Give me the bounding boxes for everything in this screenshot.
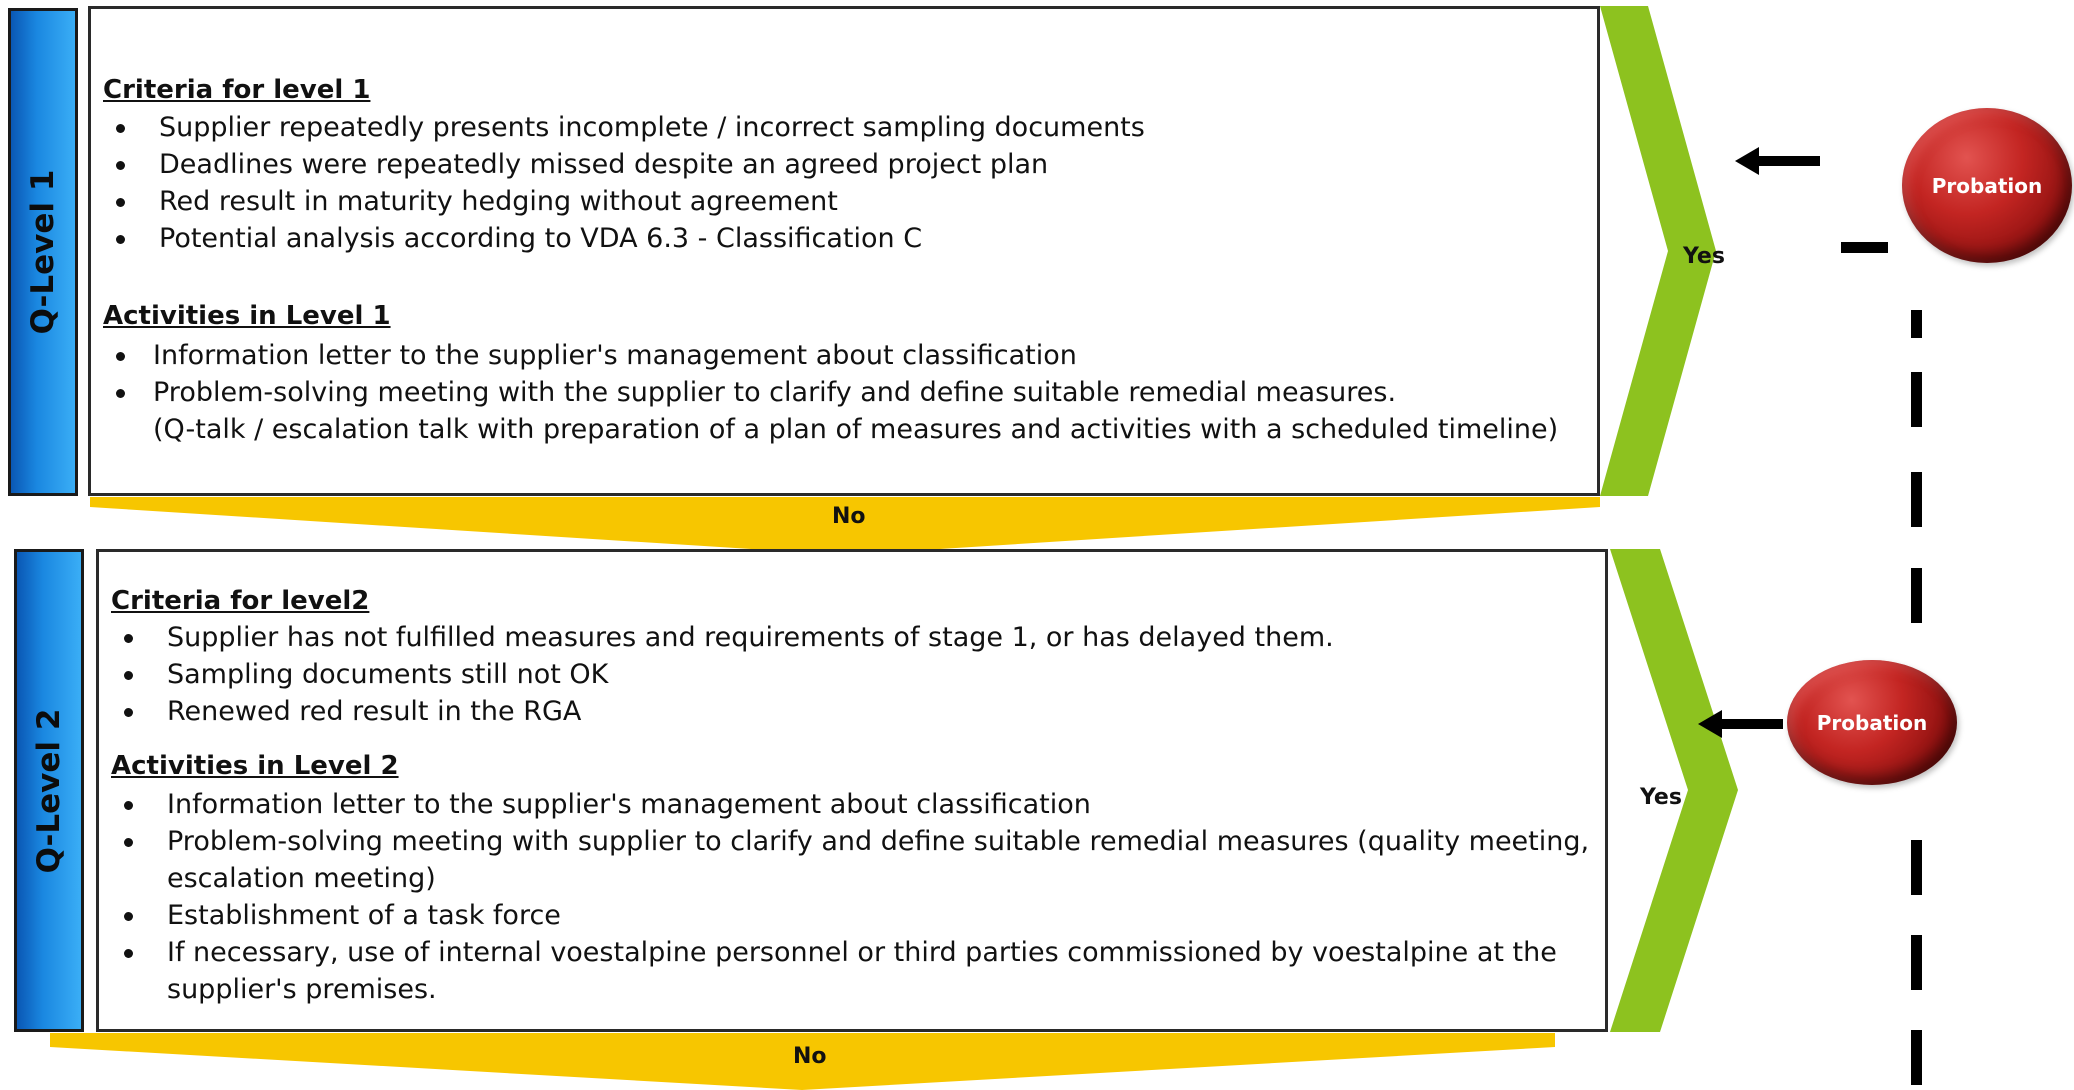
level1-criteria-item: Supplier repeatedly presents incomplete … — [116, 109, 1566, 146]
connector-dash — [1911, 1030, 1922, 1085]
level2-no-chevron — [50, 1033, 1555, 1090]
level2-activities-title: Activities in Level 2 — [111, 751, 399, 781]
level2-bar: Q-Level 2 — [14, 549, 84, 1032]
bullet-icon — [124, 912, 133, 921]
level1-bar: Q-Level 1 — [8, 8, 78, 496]
level2-yes-label: Yes — [1640, 785, 1682, 810]
level1-content-box: Criteria for level 1 Supplier repeatedly… — [88, 6, 1600, 496]
connector-dash — [1911, 840, 1922, 895]
connector-dash — [1911, 472, 1922, 527]
bullet-icon — [116, 389, 125, 398]
level2-bar-label: Q-Level 2 — [31, 708, 67, 873]
level2-yes-chevron — [1610, 549, 1738, 1032]
level2-criteria-item: Supplier has not fulfilled measures and … — [124, 619, 1594, 656]
bullet-icon — [124, 801, 133, 810]
bullet-icon — [124, 949, 133, 958]
bullet-icon — [124, 708, 133, 717]
level2-criteria-item: Renewed red result in the RGA — [124, 693, 1594, 730]
level2-criteria-title: Criteria for level2 — [111, 586, 370, 616]
level2-activity-item: Problem-solving meeting with supplier to… — [124, 823, 1594, 860]
connector-dash — [1911, 568, 1922, 623]
connector-horizontal-dash — [1841, 242, 1888, 253]
bullet-icon — [116, 352, 125, 361]
level1-activity-item: Problem-solving meeting with the supplie… — [116, 374, 1566, 411]
bullet-icon — [116, 198, 125, 207]
level1-activity-item: Information letter to the supplier's man… — [116, 337, 1566, 374]
level1-criteria-item: Potential analysis according to VDA 6.3 … — [116, 220, 1566, 257]
level2-activity-item: Establishment of a task force — [124, 897, 1594, 934]
bullet-icon — [116, 161, 125, 170]
bullet-icon — [116, 235, 125, 244]
level2-probation-seal: Probation — [1787, 660, 1957, 785]
level2-activity-item: Information letter to the supplier's man… — [124, 786, 1594, 823]
level1-arrow-left-icon — [1735, 147, 1820, 175]
level1-criteria-item: Deadlines were repeatedly missed despite… — [116, 146, 1566, 183]
level1-seal-label: Probation — [1931, 173, 2043, 198]
level2-activity-item: If necessary, use of internal voestalpin… — [124, 934, 1594, 971]
bullet-icon — [124, 838, 133, 847]
level1-bar-label: Q-Level 1 — [25, 169, 61, 335]
level1-criteria-title: Criteria for level 1 — [103, 75, 371, 105]
level1-no-chevron — [90, 497, 1600, 555]
level1-no-label: No — [832, 504, 866, 529]
level2-arrow-left-icon — [1698, 710, 1783, 738]
level1-activity-continuation: (Q-talk / escalation talk with preparati… — [153, 414, 1559, 445]
bullet-icon — [116, 124, 125, 133]
connector-dash — [1911, 935, 1922, 990]
level2-no-label: No — [793, 1044, 827, 1069]
bullet-icon — [124, 671, 133, 680]
level2-content-box: Criteria for level2 Supplier has not ful… — [96, 549, 1608, 1032]
level2-activity-continuation: escalation meeting) — [167, 863, 436, 894]
bullet-icon — [124, 634, 133, 643]
level1-probation-seal: Probation — [1902, 108, 2072, 263]
level1-yes-chevron — [1600, 6, 1716, 496]
connector-dash — [1911, 372, 1922, 427]
level1-activities-title: Activities in Level 1 — [103, 301, 391, 331]
level2-activity-continuation: supplier's premises. — [167, 974, 437, 1005]
level2-criteria-item: Sampling documents still not OK — [124, 656, 1594, 693]
level1-criteria-item: Red result in maturity hedging without a… — [116, 183, 1566, 220]
level1-yes-label: Yes — [1683, 244, 1725, 269]
level2-seal-label: Probation — [1816, 710, 1928, 735]
connector-dash — [1911, 310, 1922, 338]
